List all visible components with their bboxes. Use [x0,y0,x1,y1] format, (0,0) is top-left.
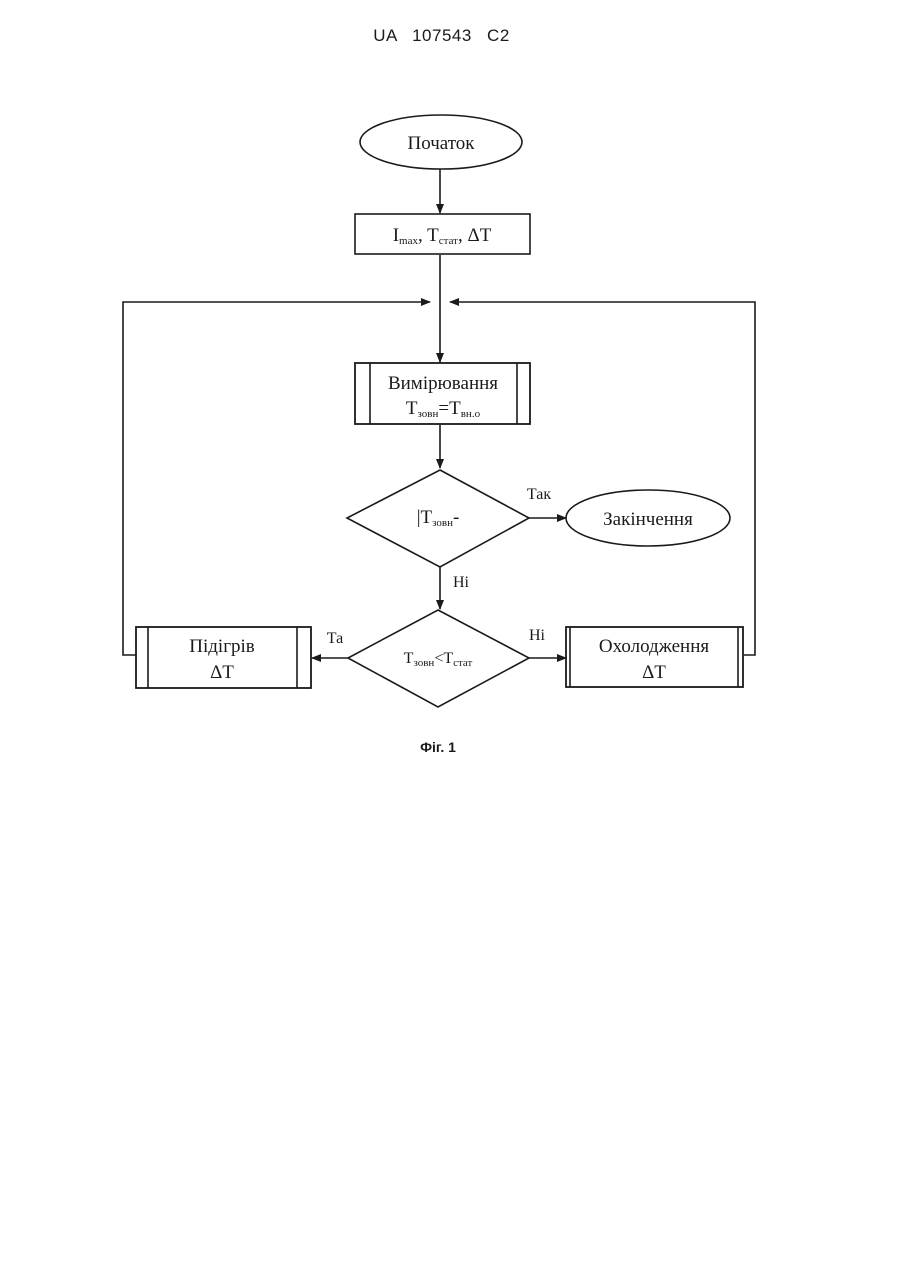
heating-node: Підігрів ΔT [136,627,311,688]
start-label: Початок [407,133,475,154]
cooling-delta: ΔT [642,662,666,683]
measure-title: Вимірювання [388,373,498,394]
feedback-loop-right [450,302,755,655]
measure-node: Вимірювання Tзовн=Tвн.о [355,363,530,424]
end-node: Закінчення [566,490,730,546]
label-no-decision1: Ні [453,574,470,591]
decision2-node: Tзовн<Tстат [348,610,529,707]
label-no-decision2: Ні [529,627,546,644]
cooling-title: Охолодження [599,636,709,657]
heating-delta: ΔT [210,662,234,683]
label-yes-decision2: Та [327,630,343,647]
end-label: Закінчення [603,509,693,530]
input-node: Imax, Tстат, ΔT [355,214,530,254]
heating-title: Підігрів [189,636,255,657]
label-yes-decision1: Так [527,486,551,503]
start-node: Початок [360,115,522,169]
feedback-loop-left [123,302,430,655]
figure-caption: Фіг. 1 [0,739,876,755]
cooling-node: Охолодження ΔT [566,627,743,687]
decision1-node: |Tзовн- [347,470,529,567]
